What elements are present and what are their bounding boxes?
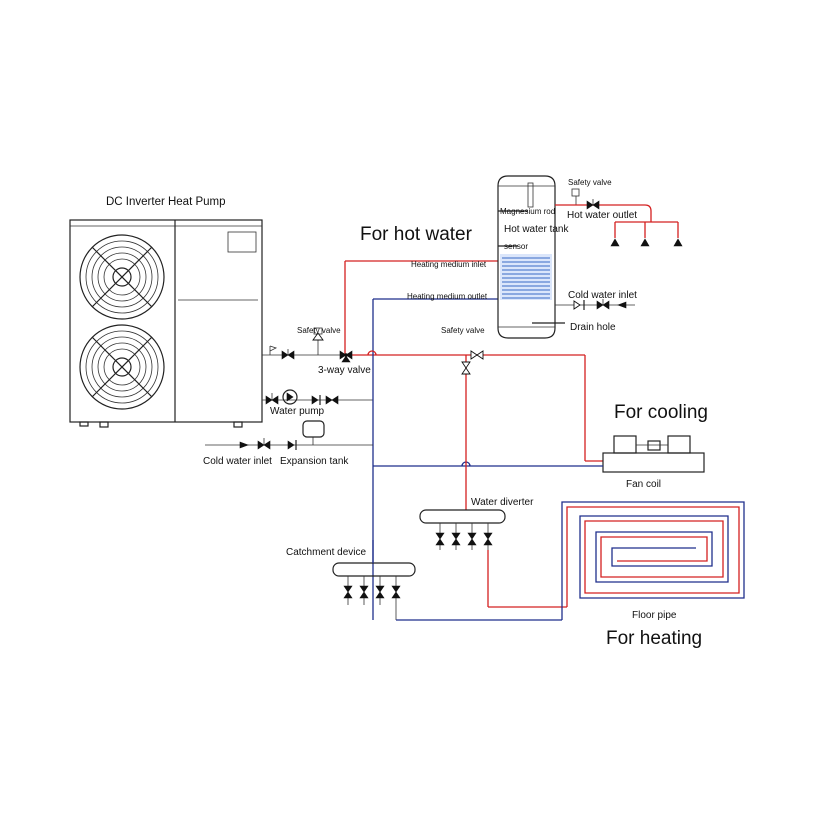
water-pump-label: Water pump [270,406,325,417]
fan-coil-unit [602,435,705,473]
catchment-device [332,562,416,620]
safety-valve-icon [571,188,580,205]
heating-medium-outlet-label: Heating medium outlet [407,292,488,301]
heat-pump-cabinet [69,219,263,423]
hot-water-outlet-label: Hot water outlet [567,210,637,221]
water-pump-icon [282,389,298,405]
hot-water-outlet-pipe [555,199,683,247]
heating-medium-inlet-label: Heating medium inlet [411,260,487,269]
cold-water-inlet-label: Cold water inlet [203,456,272,467]
heat-pump-supply-pipe [262,260,603,462]
valve-icon [265,393,279,405]
tank-cold-water-inlet-pipe [555,299,635,310]
catchment-device-label: Catchment device [286,547,366,558]
heat-pump-unit: DC Inverter Heat Pump [69,196,263,428]
check-valve-icon [311,395,339,405]
fan-coil-label: Fan coil [626,479,661,490]
cold-water-inlet-line [205,437,373,450]
hot-water-tank-label: Hot water tank [504,224,569,235]
valve-icon [470,350,484,360]
floor-pipe-loop [561,501,745,620]
valve-icon [281,349,295,360]
tank-cold-water-inlet-label: Cold water inlet [568,290,637,301]
magnesium-rod-label: Magnesium rod [500,207,555,216]
tank-safety-valve-top-label: Safety valve [568,178,612,187]
tank-safety-valve-label: Safety valve [441,326,485,335]
for-heating-heading: For heating [606,628,702,649]
three-way-valve-label: 3-way valve [318,365,371,376]
three-way-valve-icon [339,350,353,363]
fan-icon [79,234,165,320]
water-diverter [419,509,506,550]
floor-pipe-label: Floor pipe [632,610,677,621]
for-hot-water-heading: For hot water [360,224,473,245]
water-diverter-label: Water diverter [471,497,534,508]
for-cooling-heading: For cooling [614,402,708,423]
heat-pump-title: DC Inverter Heat Pump [106,196,226,208]
fan-icon [79,324,165,410]
hot-water-tank [497,175,565,339]
safety-valve-icon [312,327,324,355]
safety-valve-label: Safety valve [297,326,341,335]
diverter-supply-pipe [461,355,471,510]
heating-coil [500,254,552,300]
sensor-label: sensor [504,242,528,251]
drain-hole-label: Drain hole [570,322,616,333]
expansion-tank-icon [302,420,325,438]
expansion-tank-label: Expansion tank [280,456,349,467]
